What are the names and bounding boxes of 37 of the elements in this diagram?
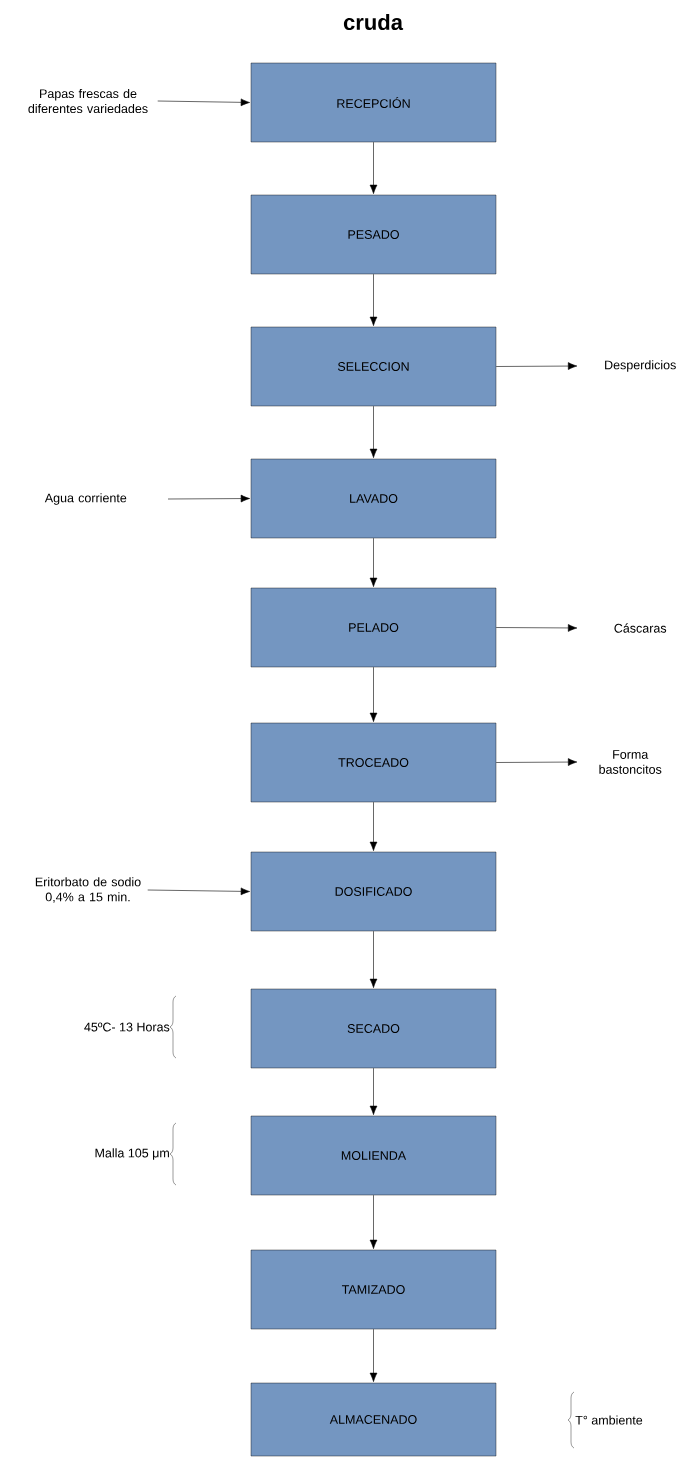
process-box: TROCEADO: [250, 722, 497, 803]
arrow: [369, 141, 378, 194]
process-box: TAMIZADO: [250, 1249, 497, 1330]
process-box: SECADO: [250, 988, 497, 1069]
input-text: Forma bastoncitos: [599, 750, 662, 774]
input-text: Desperdicios: [605, 360, 676, 372]
note-text: T° ambiente: [575, 1415, 643, 1425]
arrow: [369, 666, 378, 722]
arrow: [495, 624, 578, 632]
process-box: DOSIFICADO: [250, 851, 497, 932]
arrow: [369, 405, 378, 458]
note-text: 45ºC- 13 Horas: [84, 1022, 170, 1032]
note-text: Malla 105 μm: [95, 1148, 169, 1160]
arrow: [495, 362, 578, 370]
arrow: [369, 1194, 378, 1249]
input-text: Papas frescas de diferentes variedades: [28, 88, 148, 114]
process-box: ALMACENADO: [250, 1382, 497, 1457]
arrow: [369, 930, 378, 988]
title: cruda: [343, 13, 404, 31]
arrow: [369, 537, 378, 587]
arrow: [369, 1328, 378, 1382]
input-text: Agua corriente: [44, 493, 127, 505]
input-text: Cáscaras: [614, 623, 667, 633]
arrow: [369, 801, 378, 851]
process-box: PELADO: [250, 587, 497, 668]
process-box: SELECCION: [250, 326, 497, 407]
arrow: [167, 494, 250, 503]
arrow: [147, 887, 250, 896]
process-box: MOLIENDA: [250, 1115, 497, 1196]
process-box: LAVADO: [250, 458, 497, 539]
arrow: [157, 98, 250, 107]
arrow: [369, 273, 378, 326]
arrow: [369, 1067, 378, 1115]
process-box: PESADO: [250, 194, 497, 275]
input-text: Eritorbato de sodio 0,4% a 15 min.: [35, 877, 141, 903]
arrow: [495, 758, 578, 766]
process-box: RECEPCIÓN: [250, 62, 497, 143]
